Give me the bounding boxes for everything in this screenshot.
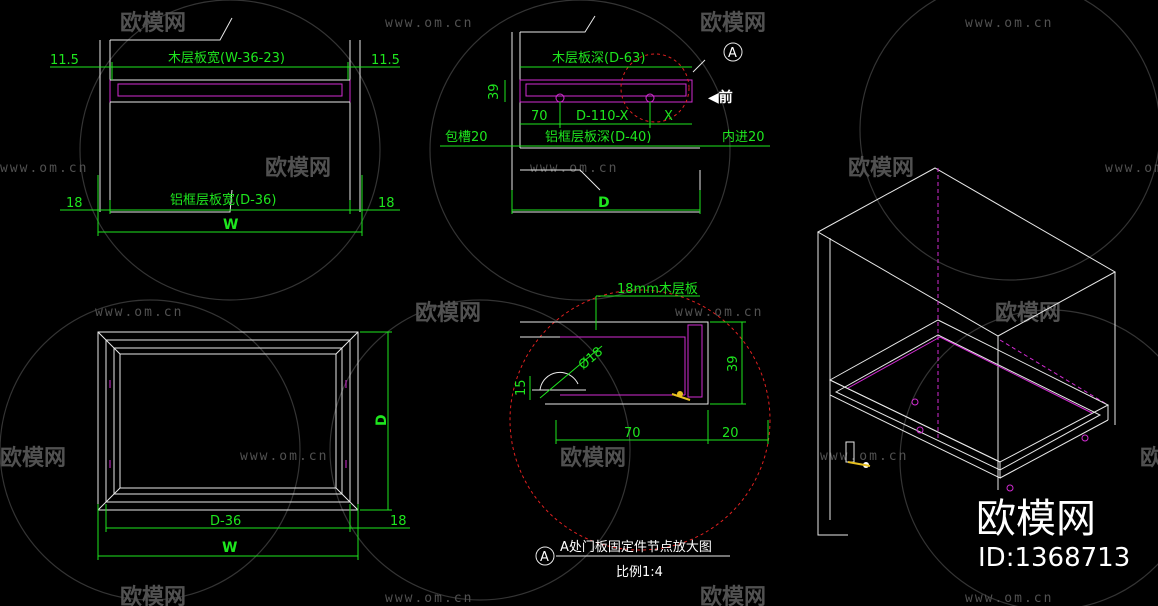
watermark-brand: 欧模网 [120,584,186,606]
dim-wood-depth: 木层板深(D-63) [552,51,645,66]
watermark-brand: 欧模网 [0,445,66,471]
panel-label: 18mm木层板 [617,282,698,297]
watermark-brand: 欧模网 [560,445,626,471]
dim-detail-height: 39 [726,355,741,372]
watermark-site: www.om.cn [820,449,908,464]
watermark-brand: 欧模网 [700,584,766,606]
watermark-brand: 欧模网 [415,300,481,326]
wood-shelf [117,83,343,97]
watermark-site: www.om.cn [965,591,1053,606]
watermark-site: www.om.cn [240,449,328,464]
dim-recess-right: 内进20 [722,129,765,145]
side-shelf-profile [519,79,693,103]
dim-diameter: Ø18 [576,344,606,373]
dim-wood-width: 木层板宽(W-36-23) [168,50,285,66]
watermark-site: www.om.cn [1105,161,1158,176]
dim-frame-depth: 铝框层板深(D-40) [545,130,651,145]
callout-a-marker [723,42,743,62]
brand-name: 欧模网 [976,496,1096,542]
dim-frame-width: 铝框层板宽(D-36) [170,192,276,208]
dim-detail-70: 70 [624,426,641,441]
dim-height: 39 [487,83,502,100]
watermark-brand: 欧模网 [265,155,331,181]
dim-offset-70: 70 [531,109,548,124]
watermark-site: www.om.cn [385,591,473,606]
detail-caption: A处门板固定件节点放大图 [560,540,712,555]
dim-recess-left: 包槽20 [445,130,488,145]
dim-depth: D [374,414,390,426]
callout-a-label: A [728,46,737,61]
hole-arc [539,371,579,391]
dim-total-depth: D [598,195,610,211]
brand-id: ID:1368713 [978,543,1130,573]
detail-scale: 比例1:4 [616,565,663,580]
detail-callout-circle [620,53,690,123]
watermark-brand: 欧模网 [700,10,766,36]
watermark-site: www.om.cn [95,305,183,320]
isometric-cabinet-view [816,167,1117,536]
side-wood-shelf [525,83,687,97]
watermark-brand: 欧模网 [120,10,186,36]
watermark-brand: 欧模网 [995,300,1061,326]
watermark-brand: 欧模网 [848,155,914,181]
watermark-site: www.om.cn [530,161,618,176]
caption-a-label: A [540,550,549,565]
dim-right-side: 18 [378,196,395,211]
dim-x: X [664,109,673,124]
dim-total-width: W [222,540,237,556]
top-left-section-view: 木层板宽(W-36-23) 11.5 11.5 铝框层板宽(D-36) 18 1… [50,17,400,236]
detail-boundary-circle [509,289,771,551]
detail-enlarged-view: Ø18 18mm木层板 15 39 70 20 A A处门板固定件节点放大图 比… [509,282,771,580]
watermark-site: www.om.cn [675,305,763,320]
brand-block: 欧模网 ID:1368713 [976,496,1130,573]
front-indicator: ◀前 [708,89,733,106]
dim-side: 18 [390,514,407,529]
watermark-brand: 欧模网 [1140,445,1158,471]
dim-middle: D-110-X [576,109,629,124]
top-center-section-view: 木层板深(D-63) 39 70 D-110-X X 包槽20 铝框层板深(D-… [440,15,770,214]
dim-detail-20: 20 [722,426,739,441]
dim-left-gap: 11.5 [50,53,79,68]
dim-left-side: 18 [66,196,83,211]
dim-total-width: W [223,217,238,233]
bottom-left-plan-view: D D-36 18 W [97,331,410,560]
dim-right-gap: 11.5 [371,53,400,68]
caption-a-marker [535,546,555,566]
watermark-site: www.om.cn [0,161,88,176]
dim-hole-offset: 15 [514,379,529,396]
dim-inner-width: D-36 [210,514,241,529]
watermark-site: www.om.cn [965,16,1053,31]
watermark-site: www.om.cn [385,16,473,31]
aluminum-frame-shelf [109,79,351,103]
